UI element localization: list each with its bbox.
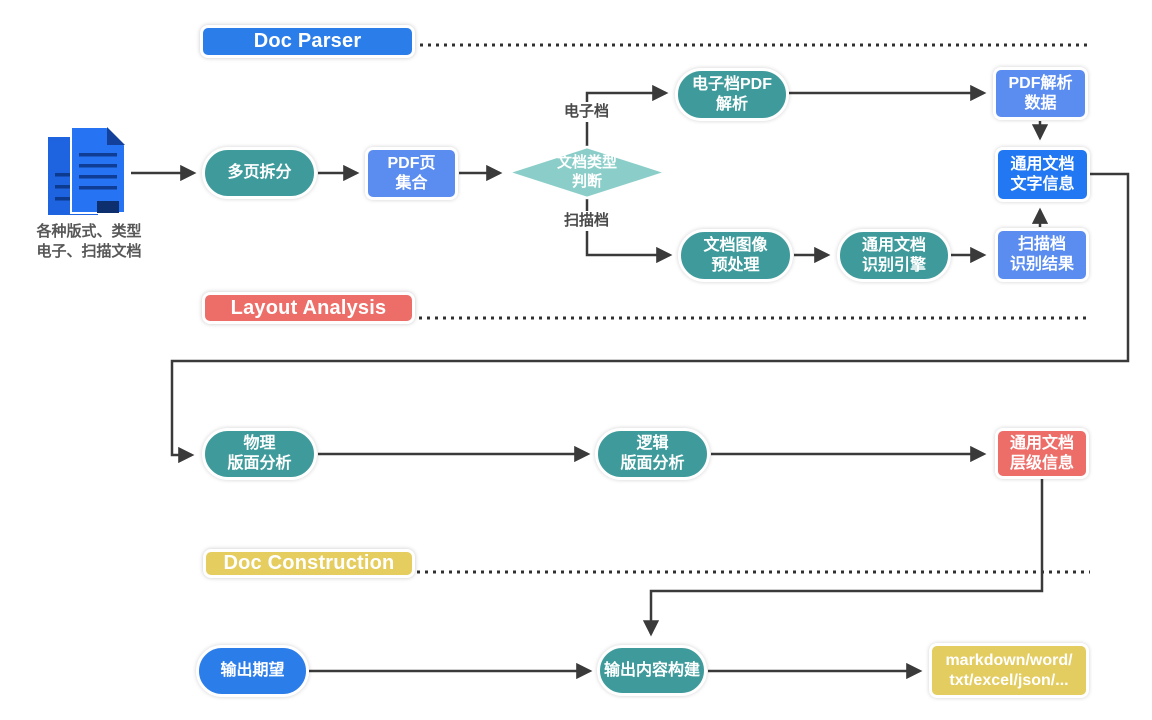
section-header-doc-parser: Doc Parser — [200, 25, 415, 58]
node-ocr-engine: 通用文档 识别引擎 — [837, 229, 951, 282]
section-header-doc-construction: Doc Construction — [203, 549, 415, 578]
node-output-expectation: 输出期望 — [196, 645, 309, 697]
node-doc-hierarchy: 通用文档 层级信息 — [995, 428, 1089, 479]
node-physical-layout: 物理 版面分析 — [202, 428, 317, 480]
node-image-preprocess: 文档图像 预处理 — [678, 229, 793, 282]
source-document-caption: 各种版式、类型 电子、扫描文档 — [36, 223, 142, 260]
node-scan-result: 扫描档 识别结果 — [995, 228, 1089, 282]
decision-diamond-shape — [503, 145, 671, 200]
node-pdf-parse-data: PDF解析 数据 — [993, 67, 1088, 120]
node-pdf-pages: PDF页 集合 — [365, 147, 458, 200]
node-electronic-pdf-parse: 电子档PDF 解析 — [675, 68, 789, 121]
node-logical-layout: 逻辑 版面分析 — [595, 428, 710, 480]
edge-label-electronic: 电子档 — [561, 102, 613, 122]
node-doc-type-decision: 文档类型 判断 — [556, 153, 617, 190]
node-split-pages: 多页拆分 — [202, 147, 317, 199]
edge-textinfo-to-physical — [170, 172, 1130, 464]
section-header-layout-analysis: Layout Analysis — [202, 292, 415, 324]
node-doc-text-info: 通用文档 文字信息 — [995, 147, 1090, 202]
node-output-formats: markdown/word/ txt/excel/json/... — [929, 643, 1089, 698]
edge-hierarchy-to-builder — [642, 479, 1044, 637]
edge-decision-to-epdf — [585, 84, 669, 147]
node-output-builder: 输出内容构建 — [597, 645, 707, 696]
edge-label-scanned: 扫描档 — [561, 211, 613, 231]
document-stack-icon — [48, 126, 126, 215]
